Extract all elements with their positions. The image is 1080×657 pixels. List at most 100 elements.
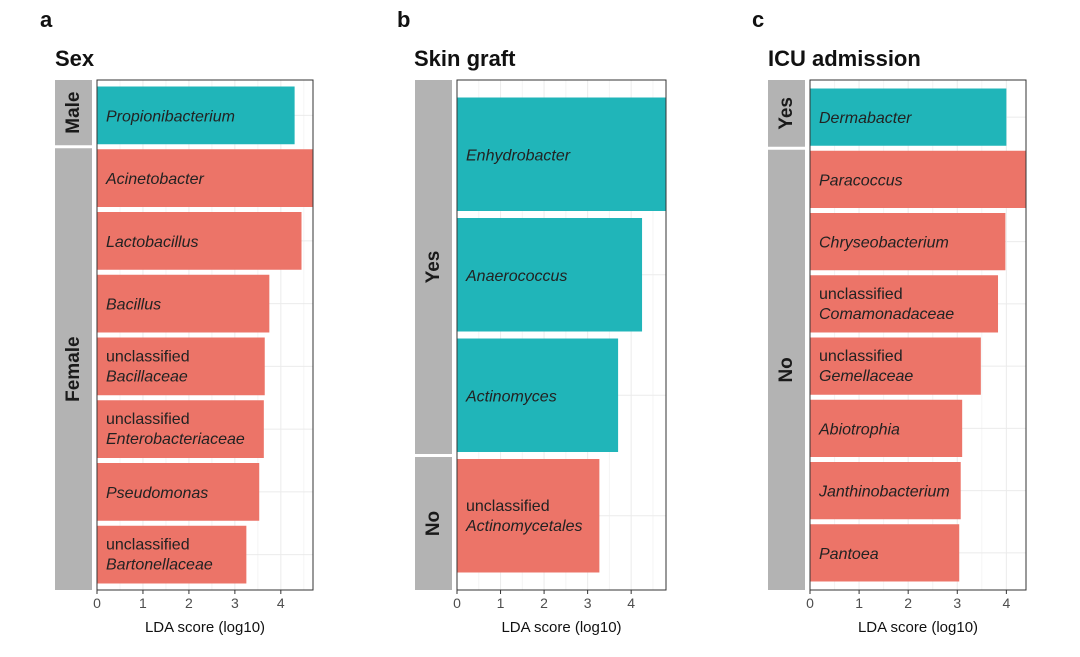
panel-border — [96, 79, 314, 591]
x-tick-label: 0 — [806, 595, 814, 611]
bar-label-taxon: Comamonadaceae — [819, 306, 954, 323]
bar-label-taxon: Bacillus — [106, 297, 161, 314]
x-tick-label: 1 — [139, 595, 147, 611]
bar — [457, 97, 666, 211]
panel-title: Skin graft — [414, 46, 516, 71]
bar-label-taxon: Gemellaceae — [819, 368, 913, 385]
bar-label-prefix: unclassified — [819, 348, 903, 365]
bar-label: Dermabacter — [819, 110, 912, 127]
bar-label-taxon: Enterobacteriaceae — [106, 431, 245, 448]
x-tick-label: 3 — [584, 595, 592, 611]
bar-label-taxon: Abiotrophia — [818, 421, 900, 438]
bar-label-taxon: Enhydrobacter — [466, 147, 571, 164]
bar-label-prefix: unclassified — [106, 537, 190, 554]
bar — [810, 275, 999, 333]
bar-label: Acinetobacter — [105, 171, 205, 188]
bar-label-taxon: Acinetobacter — [105, 171, 205, 188]
facet-strip-label: No — [776, 357, 797, 382]
x-tick-label: 4 — [1002, 595, 1010, 611]
bar — [457, 218, 643, 332]
facet-strip — [55, 80, 92, 146]
facet-strip-label: Yes — [423, 251, 444, 284]
bar — [97, 86, 295, 145]
bar — [97, 337, 265, 396]
bar — [457, 338, 619, 452]
facet-strip — [55, 148, 92, 590]
bar-label-taxon: Dermabacter — [819, 110, 912, 127]
x-tick-label: 1 — [497, 595, 505, 611]
x-tick-label: 3 — [953, 595, 961, 611]
bar-label: Anaerococcus — [465, 268, 567, 285]
facet-strip-label: Male — [63, 92, 84, 134]
bar — [810, 524, 960, 582]
x-axis-title: LDA score (log10) — [145, 619, 265, 636]
bar-label-taxon: Pantoea — [819, 546, 879, 563]
bar-label: Paracoccus — [819, 172, 903, 189]
bar-label-prefix: unclassified — [819, 286, 903, 303]
bar-label-taxon: Actinomyces — [465, 388, 557, 405]
facet-strip — [415, 457, 452, 590]
bar-label-prefix: unclassified — [106, 348, 190, 365]
x-tick-label: 2 — [185, 595, 193, 611]
bar — [810, 337, 981, 395]
x-tick-label: 0 — [453, 595, 461, 611]
bar — [810, 399, 963, 457]
bar — [97, 400, 264, 458]
bar — [457, 459, 600, 573]
x-tick-label: 2 — [904, 595, 912, 611]
bar — [97, 274, 270, 333]
facet-strip-label: Female — [63, 336, 84, 401]
bar-label-taxon: Anaerococcus — [465, 268, 567, 285]
bar-label-taxon: Paracoccus — [819, 172, 903, 189]
bar — [810, 462, 961, 520]
bar-label-prefix: unclassified — [106, 411, 190, 428]
facet-strip — [768, 149, 805, 590]
bar — [810, 213, 1006, 271]
bar-label-taxon: Propionibacterium — [106, 108, 235, 125]
panel-title: ICU admission — [768, 46, 921, 71]
panel-letter: c — [752, 7, 764, 32]
bar-label: Actinomyces — [465, 388, 557, 405]
x-tick-label: 3 — [231, 595, 239, 611]
x-tick-label: 4 — [627, 595, 635, 611]
panel-letter: a — [40, 7, 53, 32]
bar-label-taxon: Chryseobacterium — [819, 235, 949, 252]
bar-label-taxon: Bacillaceae — [106, 368, 188, 385]
facet-strip — [415, 80, 452, 454]
x-tick-label: 1 — [855, 595, 863, 611]
bar-label-taxon: Janthinobacterium — [818, 484, 950, 501]
bar-label: Bacillus — [106, 297, 161, 314]
bar — [97, 149, 313, 207]
panel-a-sex: aSexMaleFemalePropionibacteriumAcinetoba… — [40, 7, 314, 636]
bar-label: Chryseobacterium — [819, 235, 949, 252]
bar-label-taxon: Actinomycetales — [465, 518, 583, 535]
bar — [810, 88, 1007, 146]
bar-label-taxon: Lactobacillus — [106, 234, 199, 251]
panel-letter: b — [397, 7, 410, 32]
bar-label: Abiotrophia — [818, 421, 900, 438]
x-axis-title: LDA score (log10) — [858, 619, 978, 636]
bar-label-taxon: Bartonellaceae — [106, 557, 213, 574]
bar-label-prefix: unclassified — [466, 498, 550, 515]
x-tick-label: 0 — [93, 595, 101, 611]
facet-strip-label: Yes — [776, 97, 797, 130]
bar — [97, 212, 302, 270]
bar-label: Janthinobacterium — [818, 484, 950, 501]
bar-label: Pantoea — [819, 546, 879, 563]
facet-strip — [768, 80, 805, 147]
bar-label: Lactobacillus — [106, 234, 199, 251]
x-tick-label: 2 — [540, 595, 548, 611]
bar-label-taxon: Pseudomonas — [106, 485, 208, 502]
x-tick-label: 4 — [277, 595, 285, 611]
panel-border — [809, 79, 1027, 591]
x-axis-title: LDA score (log10) — [501, 619, 621, 636]
